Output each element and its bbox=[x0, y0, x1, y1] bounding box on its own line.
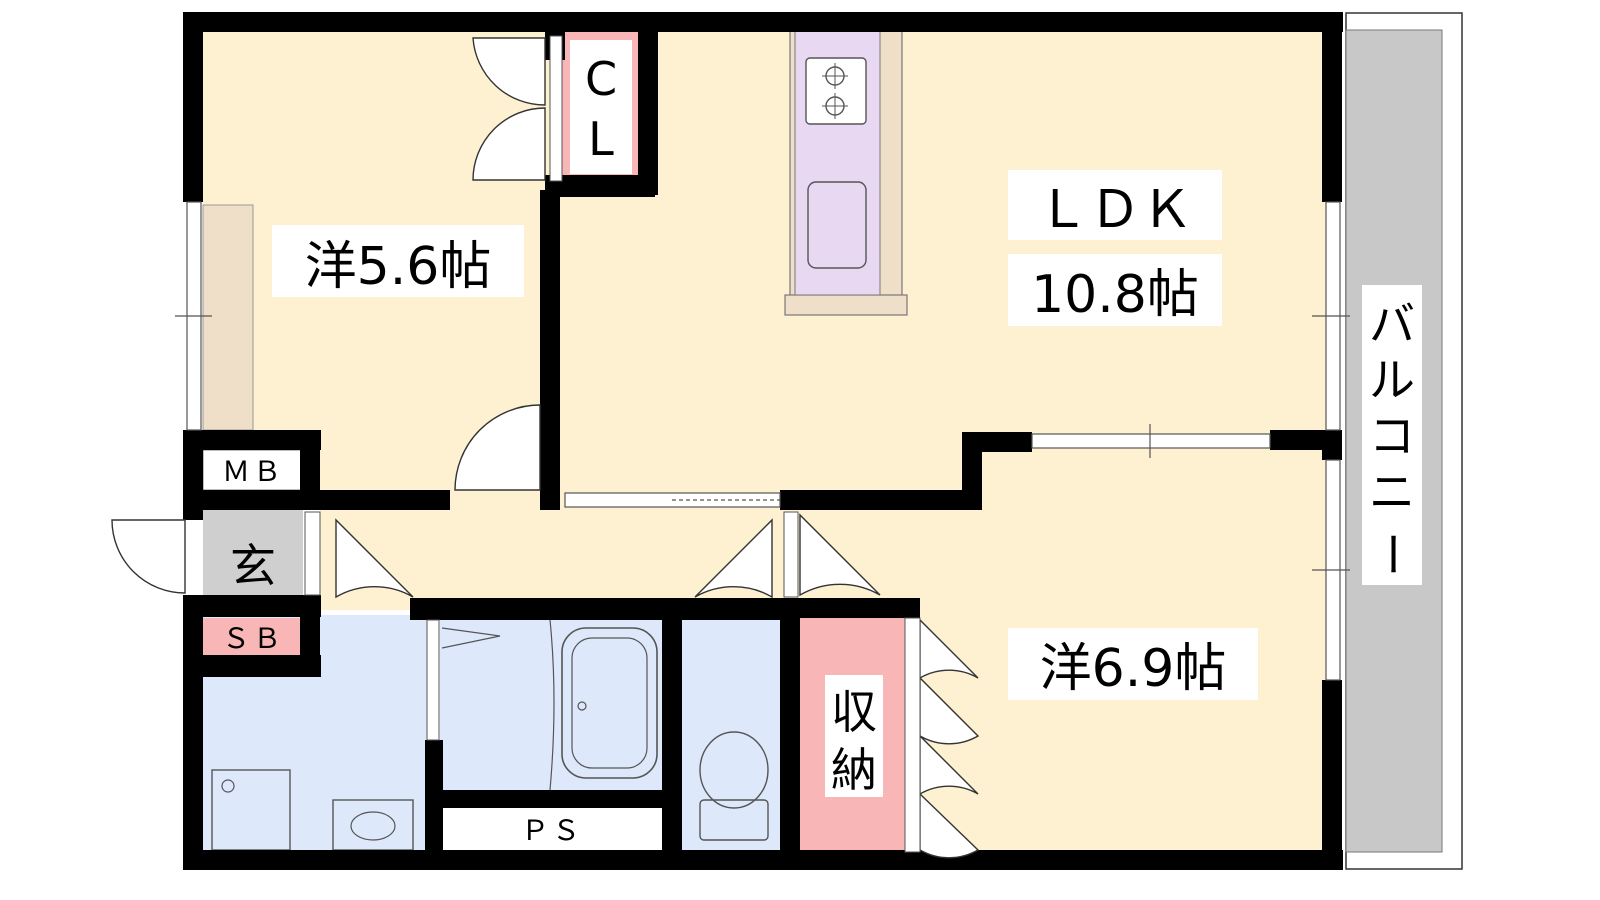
closet-label-l: L bbox=[588, 112, 614, 166]
shower-icon bbox=[441, 627, 501, 649]
storage-label-1: 収 bbox=[831, 685, 877, 739]
kitchen-counter-lip bbox=[784, 294, 908, 316]
kitchen-sink-icon bbox=[807, 181, 867, 269]
balcony-char: コ bbox=[1369, 409, 1415, 463]
walls bbox=[183, 12, 1343, 870]
doors bbox=[111, 37, 980, 859]
wardrobe-a bbox=[202, 204, 254, 431]
room-ldk-label: ＬＤＫ bbox=[1037, 180, 1193, 240]
pipe-space-box bbox=[440, 808, 665, 850]
room-ldk-size: 10.8帖 bbox=[1031, 265, 1199, 325]
balcony-label-bg bbox=[1362, 285, 1422, 585]
windows bbox=[175, 201, 1350, 681]
bathtub-icon bbox=[561, 627, 658, 779]
entrance-box bbox=[203, 510, 303, 605]
storage-label-2: 納 bbox=[831, 743, 877, 797]
room-western-a-label: 洋5.6帖 bbox=[305, 237, 492, 297]
room-western-b-label: 洋6.9帖 bbox=[1040, 639, 1227, 699]
meter-box bbox=[202, 449, 304, 491]
toilet-floor bbox=[680, 615, 785, 852]
balcony-char: ル bbox=[1369, 353, 1415, 407]
shoe-box-label: ＳＢ bbox=[222, 622, 284, 655]
balcony-char: バ bbox=[1369, 297, 1415, 351]
meter-box-label: ＭＢ bbox=[222, 455, 284, 488]
balcony-char: ー bbox=[1365, 531, 1419, 577]
shoe-box bbox=[203, 618, 303, 658]
balcony-char: ニ bbox=[1369, 465, 1415, 519]
toilet-tank-icon bbox=[699, 799, 769, 841]
pipe-space-label: ＰＳ bbox=[521, 814, 583, 847]
stove-top bbox=[805, 57, 867, 125]
toilet-bowl-icon bbox=[699, 731, 769, 809]
hallway-floor bbox=[320, 495, 790, 610]
entrance-label: 玄 bbox=[230, 539, 276, 593]
closet-label-c: C bbox=[585, 52, 617, 106]
closet-inner bbox=[570, 40, 632, 174]
